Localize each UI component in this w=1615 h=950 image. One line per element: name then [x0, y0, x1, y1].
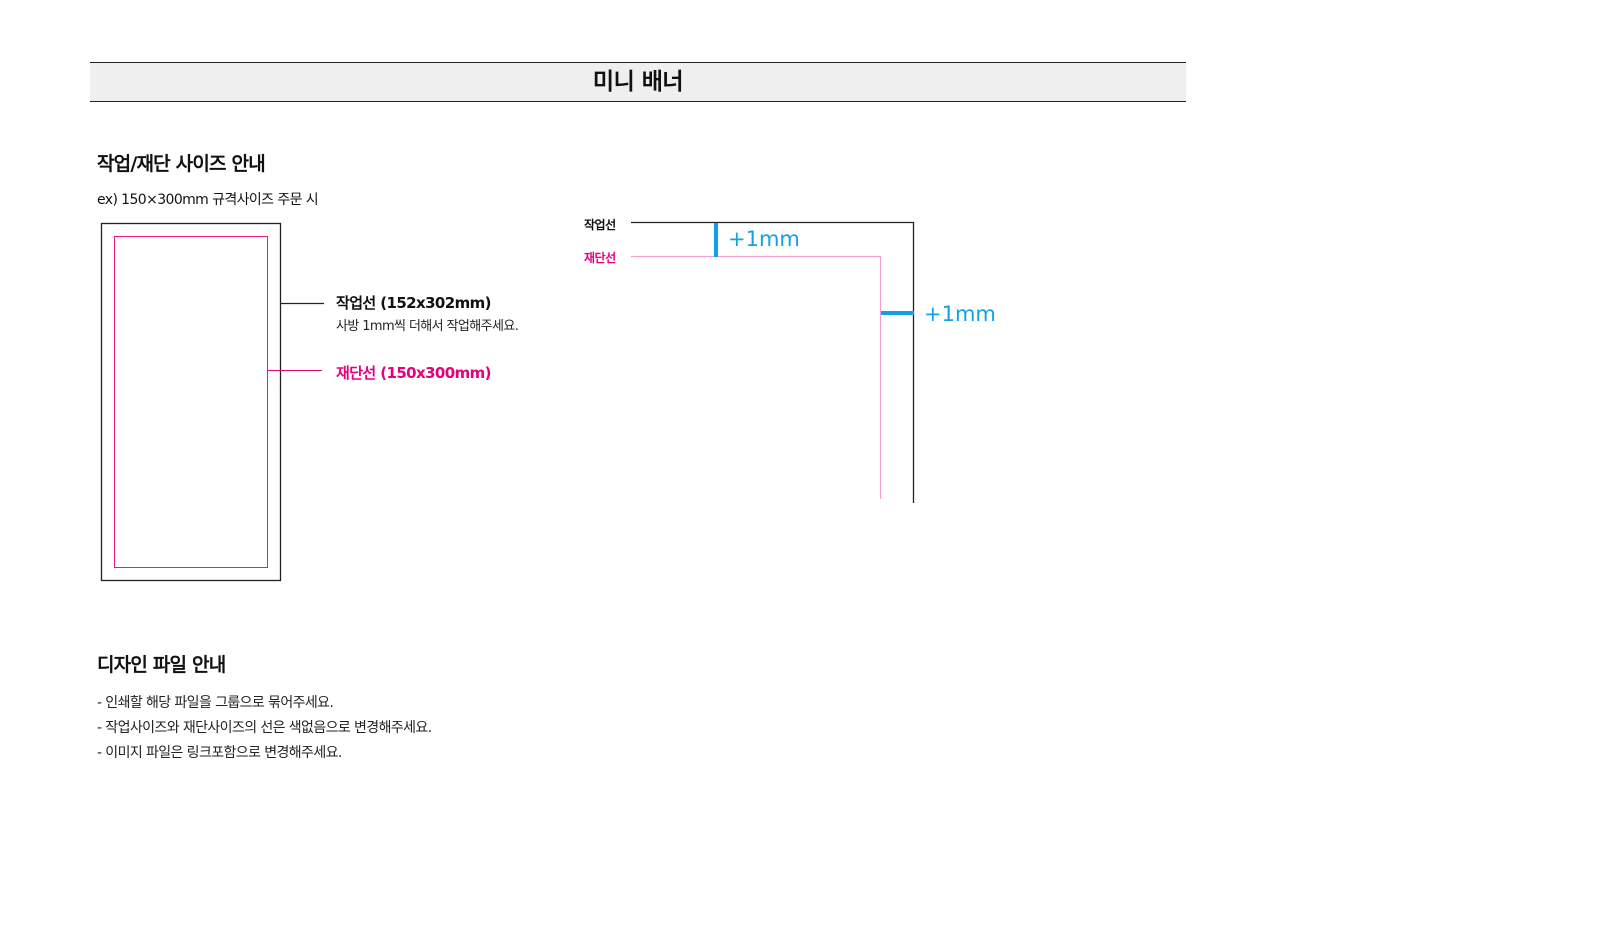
page-title: 미니 배너	[592, 69, 684, 95]
design-note-1: - 인쇄할 해당 파일을 그룹으로 묶어주세요.	[97, 695, 334, 711]
work-line-desc: 사방 1mm씩 더해서 작업해주세요.	[336, 319, 519, 334]
margin-side-label: +1mm	[924, 302, 996, 326]
design-note-2: - 작업사이즈와 재단사이즈의 선은 색없음으로 변경해주세요.	[97, 720, 432, 736]
page-header-bar: 미니 배너	[90, 62, 1186, 102]
detail-cut-label: 재단선	[584, 251, 616, 265]
detail-work-label: 작업선	[584, 218, 616, 232]
cut-line-label: 재단선 (150x300mm)	[336, 364, 492, 382]
cut-line-box	[114, 236, 268, 568]
work-line-box	[100, 222, 282, 582]
work-line-label: 작업선 (152x302mm)	[336, 294, 492, 312]
size-example-text: ex) 150×300mm 규격사이즈 주문 시	[97, 192, 319, 208]
margin-top-label: +1mm	[728, 227, 800, 251]
design-note-3: - 이미지 파일은 링크포함으로 변경해주세요.	[97, 745, 342, 761]
size-section-title: 작업/재단 사이즈 안내	[97, 153, 266, 175]
design-section-title: 디자인 파일 안내	[97, 654, 226, 676]
